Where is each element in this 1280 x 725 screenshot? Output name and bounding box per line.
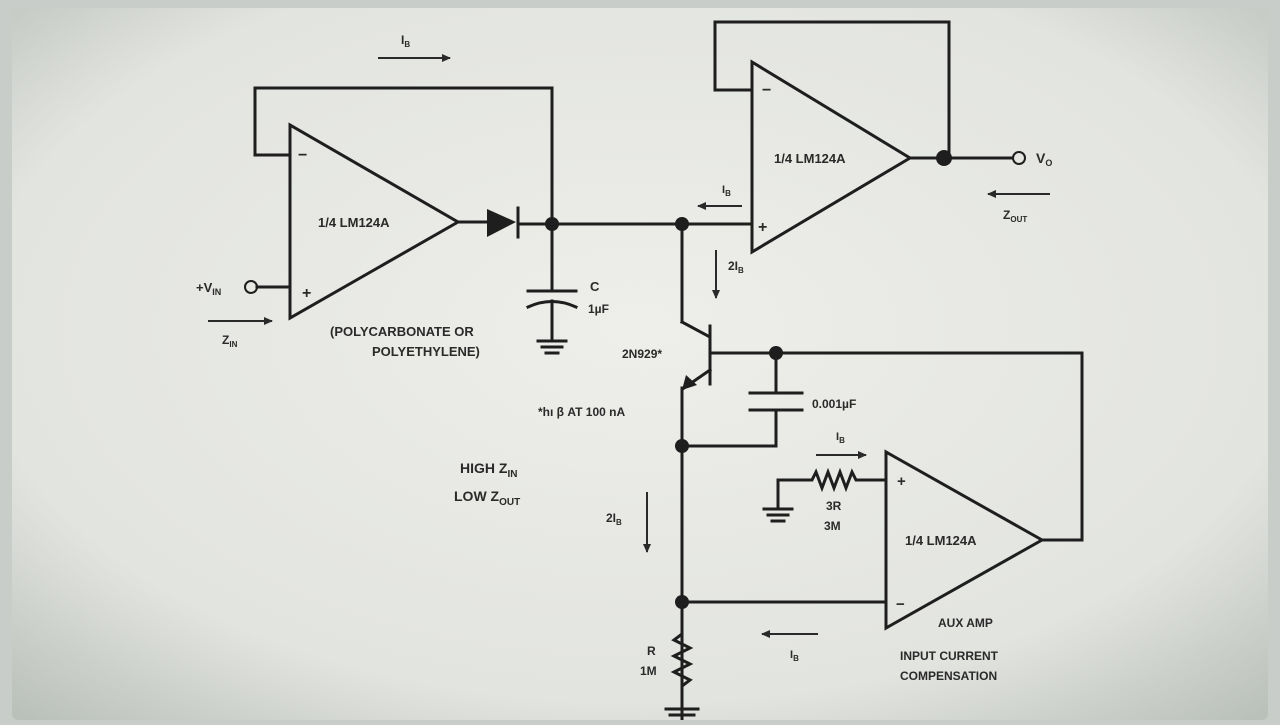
cap-c-value: 1µF — [588, 302, 609, 316]
aux-opamp-label: 1/4 LM124A — [905, 533, 977, 548]
two-ib-lower-sub: B — [616, 518, 622, 527]
res-1m-label: 1M — [640, 664, 657, 678]
zout-label: Z — [1003, 208, 1010, 222]
svg-text:2IB: 2IB — [728, 259, 744, 275]
svg-text:ZIN: ZIN — [222, 333, 238, 349]
vo-terminal[interactable] — [1012, 151, 1026, 165]
svg-text:2IB: 2IB — [606, 511, 622, 527]
left-opamp-plus-sign: + — [302, 285, 311, 302]
left-opamp: − + 1/4 LM124A — [288, 122, 462, 321]
zout-sub: OUT — [1010, 215, 1027, 224]
ib-top-label: I — [401, 33, 404, 47]
zin-label: Z — [222, 333, 229, 347]
two-ib-arrow-lower: 2IB — [606, 492, 651, 553]
res-3r-label: 3R — [826, 499, 842, 513]
aux-output-wire — [1040, 351, 1084, 542]
svg-text:IB: IB — [836, 431, 845, 445]
svg-text:VO: VO — [1036, 150, 1052, 168]
top-opamp-minus-sign: − — [762, 82, 771, 99]
zin-sub: IN — [229, 340, 237, 349]
high-z-sub: IN — [507, 469, 517, 480]
low-z-sub: OUT — [499, 497, 520, 508]
vin-input: +VIN — [196, 280, 292, 297]
left-opamp-label: 1/4 LM124A — [318, 215, 390, 230]
svg-text:LOW ZOUT: LOW ZOUT — [454, 488, 520, 508]
resistor-3r: 3R 3M — [762, 467, 888, 533]
ib-lower-label: I — [790, 649, 793, 661]
high-z-label: HIGH Z — [460, 460, 508, 476]
top-opamp-label: 1/4 LM124A — [774, 151, 846, 166]
ib-arrow-plus: IB — [697, 184, 742, 210]
zout-annotation: ZOUT — [987, 190, 1050, 224]
zin-annotation: ZIN — [208, 317, 273, 349]
cap-c-name: C — [590, 279, 600, 294]
ib-plus-label: I — [722, 184, 725, 196]
left-feedback-wire — [253, 86, 554, 226]
svg-text:IB: IB — [722, 184, 731, 198]
ib-aux-sub: B — [839, 436, 845, 445]
svg-text:IB: IB — [790, 649, 799, 663]
ib-arrow-top: IB — [378, 33, 451, 62]
capacitor-c: C 1µF — [526, 222, 609, 355]
top-right-opamp: − + 1/4 LM124A — [750, 59, 913, 255]
cap2-value: 0.001µF — [812, 397, 856, 411]
svg-text:ZOUT: ZOUT — [1003, 208, 1027, 224]
aux-opamp: + − 1/4 LM124A — [884, 449, 1046, 631]
compensation-label: COMPENSATION — [900, 669, 997, 683]
vin-label: +V — [196, 280, 213, 295]
low-z-label: LOW Z — [454, 488, 500, 504]
vo-sub: O — [1045, 158, 1052, 168]
polycarb-line2: POLYETHYLENE) — [372, 344, 480, 359]
ib-aux-label: I — [836, 431, 839, 443]
node-output — [936, 150, 952, 166]
polycarb-line1: (POLYCARBONATE OR — [330, 324, 474, 339]
top-opamp-plus-sign: + — [758, 219, 767, 236]
two-ib-upper-sub: B — [738, 266, 744, 275]
ib-lower-sub: B — [793, 654, 799, 663]
res-3m-label: 3M — [824, 519, 841, 533]
aux-amp-label: AUX AMP — [938, 616, 993, 630]
resistor-r: R 1M — [640, 600, 700, 717]
res-r-label: R — [647, 644, 656, 658]
node-emitter — [675, 439, 689, 453]
two-ib-lower-label: 2I — [606, 511, 616, 525]
svg-text:+VIN: +VIN — [196, 280, 221, 297]
svg-text:IB: IB — [401, 33, 410, 49]
top-feedback-wire — [713, 20, 951, 160]
ib-top-sub: B — [404, 40, 410, 49]
ib-plus-sub: B — [725, 189, 731, 198]
left-opamp-minus-sign: − — [298, 147, 307, 164]
vo-label: V — [1036, 150, 1046, 166]
two-ib-arrow-upper: 2IB — [712, 250, 744, 299]
transistor-label: 2N929* — [622, 347, 662, 361]
two-ib-upper-label: 2I — [728, 259, 738, 273]
input-current-label: INPUT CURRENT — [900, 649, 999, 663]
monitor-screen — [12, 8, 1268, 720]
vin-sub: IN — [212, 287, 221, 297]
capacitor-001uf: 0.001µF — [680, 351, 856, 448]
ib-arrow-aux: IB — [816, 431, 867, 459]
ib-arrow-lower: IB — [761, 630, 818, 663]
svg-text:HIGH ZIN: HIGH ZIN — [460, 460, 517, 480]
aux-opamp-plus-sign: + — [897, 473, 906, 490]
hfe-note: *hı β AT 100 nA — [538, 405, 625, 419]
aux-opamp-minus-sign: − — [896, 596, 905, 613]
